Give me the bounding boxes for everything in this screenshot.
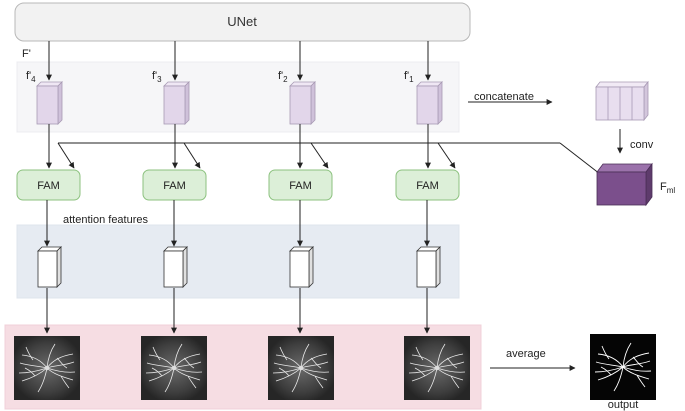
fundus-output-3	[268, 336, 334, 400]
attention-cube-3	[289, 246, 314, 288]
fml-to-fam-arrow	[57, 142, 75, 169]
unet-block	[14, 2, 471, 42]
fam-block-1	[16, 169, 81, 201]
fam-label-2: FAM	[163, 180, 186, 192]
feature-label-2: f'2	[278, 70, 288, 84]
column-2: f'3 FAM	[141, 41, 207, 400]
feature-cube-1	[416, 81, 443, 125]
column-4: f'1 FAM	[395, 41, 470, 400]
fml-label: Fml	[660, 181, 675, 195]
fam-label-3: FAM	[289, 180, 312, 192]
feature-label-4: f'4	[26, 70, 36, 84]
conv-label: conv	[630, 139, 654, 151]
fml-to-fam-arrow	[437, 142, 456, 169]
feature-cube-3	[163, 81, 190, 125]
fundus-output-1	[14, 336, 80, 400]
fml-connector-line	[559, 142, 601, 175]
feature-label-1: f'1	[404, 70, 414, 84]
feature-band	[16, 61, 460, 133]
column-1: f'4 FAM	[14, 41, 81, 400]
output-label: output	[608, 399, 639, 411]
attention-features-label: attention features	[63, 214, 149, 226]
fml-to-fam-arrow	[183, 142, 201, 169]
fam-label-1: FAM	[37, 180, 60, 192]
concatenated-stack	[595, 80, 649, 122]
fundus-output-2	[141, 336, 207, 400]
feature-label-3: f'3	[152, 70, 162, 84]
average-label: average	[506, 348, 546, 360]
fundus-output-4	[404, 336, 470, 400]
concatenate-label: concatenate	[474, 91, 534, 103]
attention-cube-1	[37, 246, 62, 288]
attention-band	[16, 224, 460, 299]
unet-label: UNet	[227, 14, 257, 29]
column-3: f'2 FAM	[268, 41, 334, 400]
attention-cube-4	[416, 246, 441, 288]
fml-to-fam-arrow	[310, 142, 329, 169]
output-band	[4, 324, 482, 410]
fam-label-4: FAM	[416, 180, 439, 192]
final-output-image	[590, 334, 656, 400]
feature-cube-4	[36, 81, 63, 125]
fml-cube	[596, 162, 653, 207]
attention-cube-2	[163, 246, 188, 288]
feature-group-label: F'	[22, 48, 31, 60]
feature-cube-2	[289, 81, 316, 125]
